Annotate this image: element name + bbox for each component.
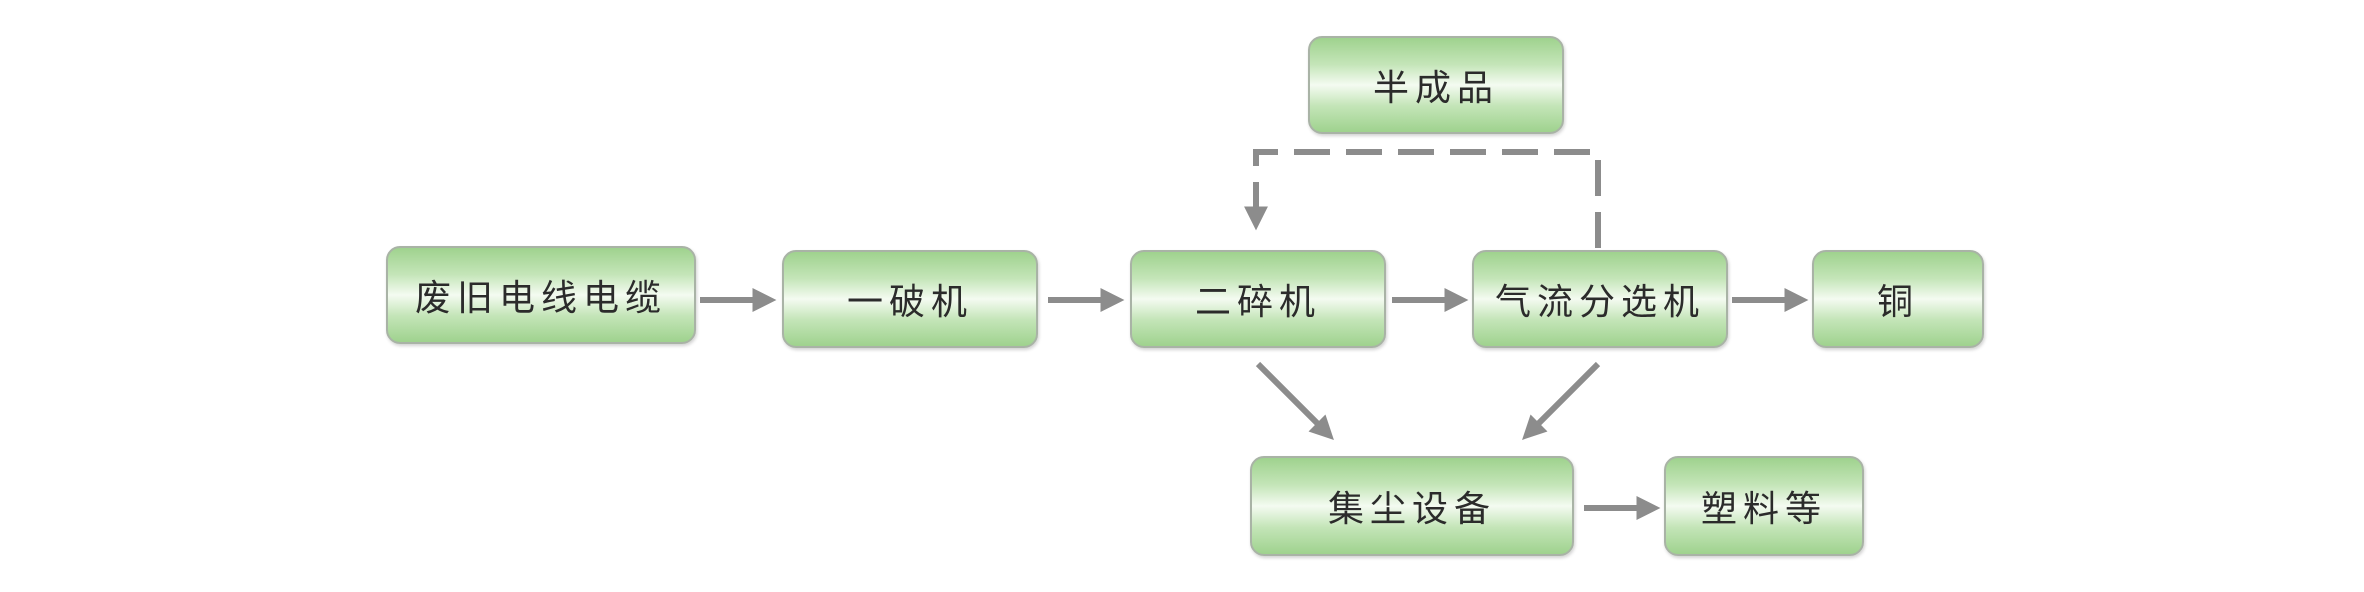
node-primary-crusher: 一破机 xyxy=(782,250,1038,348)
arrow-separator-to-dust-collector xyxy=(1522,361,1601,440)
node-semi-finished: 半成品 xyxy=(1308,36,1564,134)
dashed-return-semi-finished-to-secondary-crusher xyxy=(1244,149,1601,248)
node-airflow-separator: 气流分选机 xyxy=(1472,250,1728,348)
node-scrap-cable: 废旧电线电缆 xyxy=(386,246,696,344)
node-plastics: 塑料等 xyxy=(1664,456,1864,556)
node-primary-crusher-label: 一破机 xyxy=(846,282,973,323)
node-dust-collector: 集尘设备 xyxy=(1250,456,1574,556)
node-airflow-separator-label: 气流分选机 xyxy=(1494,282,1705,323)
node-secondary-crusher: 二碎机 xyxy=(1130,250,1386,348)
node-semi-finished-label: 半成品 xyxy=(1372,68,1499,109)
node-copper: 铜 xyxy=(1812,250,1984,348)
node-plastics-label: 塑料等 xyxy=(1700,489,1827,530)
node-secondary-crusher-label: 二碎机 xyxy=(1194,282,1321,323)
node-copper-label: 铜 xyxy=(1876,282,1919,323)
node-dust-collector-label: 集尘设备 xyxy=(1327,489,1496,530)
arrow-secondary-crusher-to-dust-collector xyxy=(1255,361,1334,440)
node-scrap-cable-label: 废旧电线电缆 xyxy=(414,278,667,319)
